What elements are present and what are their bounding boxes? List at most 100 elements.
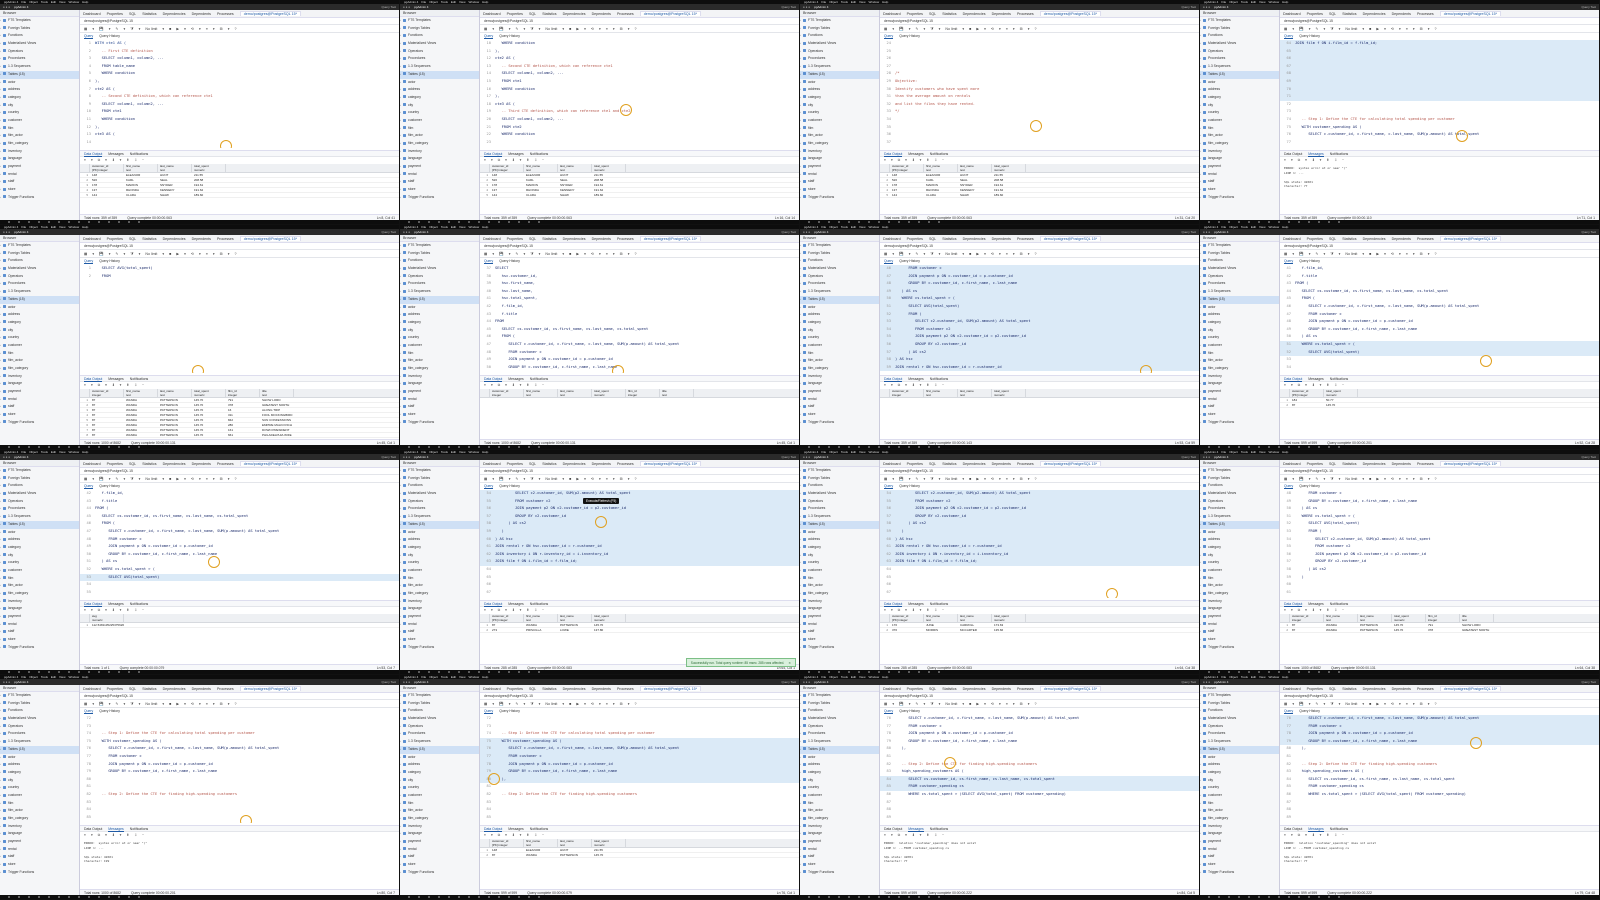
tree-item[interactable]: ›film — [1200, 125, 1279, 133]
output-tool-button[interactable]: ▾ — [519, 833, 522, 837]
chevron-right-icon[interactable]: › — [0, 273, 1, 278]
output-tool-button[interactable]: ▾ — [1305, 608, 1307, 612]
toolbar-button[interactable]: ▾ — [538, 477, 541, 481]
tree-item[interactable]: ›country — [0, 334, 79, 342]
tree-item[interactable]: ›Tables (15) — [0, 70, 79, 79]
dock-app-icon[interactable] — [48, 671, 50, 673]
connection-selector[interactable]: demo/postgres@PostgreSQL 15 — [80, 468, 399, 475]
toolbar-button[interactable]: ✎ — [115, 702, 119, 706]
toolbar-button[interactable]: ✎ — [915, 702, 919, 706]
toolbar-button[interactable]: ≡ — [1405, 702, 1408, 706]
tree-item[interactable]: ›Materialized Views — [0, 265, 79, 273]
toolbar-button[interactable]: ▦ — [1284, 27, 1288, 31]
tree-item[interactable]: ›Foreign Tables — [1200, 250, 1279, 258]
dock-app-icon[interactable] — [408, 896, 410, 898]
chevron-right-icon[interactable]: › — [800, 808, 801, 813]
chevron-right-icon[interactable]: › — [800, 491, 801, 496]
tree-item[interactable]: ›Functions — [0, 482, 79, 490]
tree-item[interactable]: ›film — [800, 125, 879, 133]
tree-item[interactable]: ›country — [400, 109, 479, 117]
chevron-right-icon[interactable]: › — [1200, 637, 1201, 642]
output-tool-button[interactable]: ⬆ — [526, 383, 530, 387]
dock-app-icon[interactable] — [1238, 896, 1240, 898]
toolbar-button[interactable]: No limit — [145, 252, 158, 256]
tree-item[interactable]: ›customer — [1200, 342, 1279, 350]
toolbar-button[interactable]: ✎ — [1315, 27, 1319, 31]
toolbar-button[interactable]: ■ — [169, 27, 172, 31]
output-tool-button[interactable]: ~ — [1342, 608, 1345, 612]
tree-item[interactable]: ›film_category — [0, 590, 79, 598]
output-tool-button[interactable]: ▾ — [1319, 608, 1322, 612]
menu-item[interactable]: File — [1221, 225, 1227, 229]
output-tool-button[interactable]: ⧉ — [497, 608, 501, 612]
tree-item[interactable]: ›city — [400, 552, 479, 560]
chevron-right-icon[interactable]: › — [800, 18, 801, 22]
output-tool-button[interactable]: ≡ — [1284, 158, 1286, 162]
panel-tab[interactable]: Dependencies — [562, 12, 586, 16]
chevron-right-icon[interactable]: › — [0, 746, 1, 751]
tree-item[interactable]: ›rental — [400, 396, 479, 404]
chevron-right-icon[interactable]: › — [800, 327, 801, 332]
chevron-right-icon[interactable]: › — [800, 102, 801, 107]
output-tool-button[interactable]: ⇩ — [934, 158, 938, 162]
chevron-right-icon[interactable]: › — [1200, 250, 1201, 255]
output-tool-button[interactable]: ⬇ — [911, 833, 915, 837]
panel-tab[interactable]: Properties — [106, 687, 123, 691]
dock-app-icon[interactable] — [1288, 896, 1290, 898]
panel-tab[interactable]: Dependencies — [162, 462, 186, 466]
chevron-right-icon[interactable]: › — [0, 148, 1, 153]
dock-app-icon[interactable] — [888, 446, 890, 448]
toolbar-button[interactable]: ≡ — [205, 477, 208, 481]
dock-app-icon[interactable] — [428, 221, 430, 223]
chevron-right-icon[interactable]: › — [1200, 156, 1201, 161]
tree-item[interactable]: ›film_category — [1200, 140, 1279, 148]
panel-tab[interactable]: Dependencies — [562, 687, 586, 691]
chevron-right-icon[interactable]: › — [1200, 491, 1201, 496]
output-tool-button[interactable]: ▾ — [90, 833, 93, 837]
chevron-right-icon[interactable]: › — [400, 64, 401, 69]
toolbar-button[interactable]: ■ — [1369, 477, 1372, 481]
tree-item[interactable]: ›staff — [0, 628, 79, 636]
tree-item[interactable]: ›film_category — [400, 140, 479, 148]
sql-editor[interactable]: 54 SELECT c2.customer_id, SUM(p2.amount)… — [480, 490, 799, 598]
tree-item[interactable]: ›city — [400, 777, 479, 785]
tree-item[interactable]: ›Functions — [0, 32, 79, 40]
dock-app-icon[interactable] — [848, 671, 850, 673]
query-tab[interactable]: Query History — [1299, 484, 1320, 488]
tree-item[interactable]: ›store — [800, 186, 879, 194]
output-tool-button[interactable]: ≡ — [484, 833, 486, 837]
menu-item[interactable]: Object — [1229, 225, 1238, 229]
panel-tab[interactable]: demo/postgres@PostgreSQL 15* — [1039, 236, 1101, 241]
toolbar-button[interactable]: 💾 — [899, 477, 904, 481]
tree-item[interactable]: ›rental — [1200, 171, 1279, 179]
dock-app-icon[interactable] — [118, 671, 120, 673]
menu-item[interactable]: Help — [1282, 225, 1289, 229]
dock-app-icon[interactable] — [478, 446, 480, 448]
menu-item[interactable]: Object — [29, 675, 38, 679]
toolbar-button[interactable]: ▾ — [1338, 27, 1341, 31]
chevron-right-icon[interactable]: › — [800, 125, 801, 130]
tree-item[interactable]: ›store — [400, 186, 479, 194]
dock-app-icon[interactable] — [498, 896, 500, 898]
tree-item[interactable]: ›language — [1200, 605, 1279, 613]
tree-item[interactable]: ›country — [800, 784, 879, 792]
toolbar-button[interactable]: ▾ — [1027, 477, 1030, 481]
dock-app-icon[interactable] — [1258, 221, 1260, 223]
connection-selector[interactable]: demo/postgres@PostgreSQL 15 — [880, 693, 1199, 700]
panel-tab[interactable]: demo/postgres@PostgreSQL 15* — [1039, 461, 1101, 466]
output-tool-button[interactable]: ~ — [942, 608, 945, 612]
chevron-right-icon[interactable]: › — [800, 575, 801, 580]
chevron-right-icon[interactable]: › — [800, 521, 801, 526]
query-tab[interactable]: Query — [1284, 709, 1294, 714]
chevron-right-icon[interactable]: › — [0, 762, 1, 767]
panel-tab[interactable]: Dependents — [591, 237, 611, 241]
toolbar-button[interactable]: ▾ — [92, 27, 95, 31]
chevron-right-icon[interactable]: › — [1200, 583, 1201, 588]
query-tab[interactable]: Query History — [1299, 709, 1320, 713]
